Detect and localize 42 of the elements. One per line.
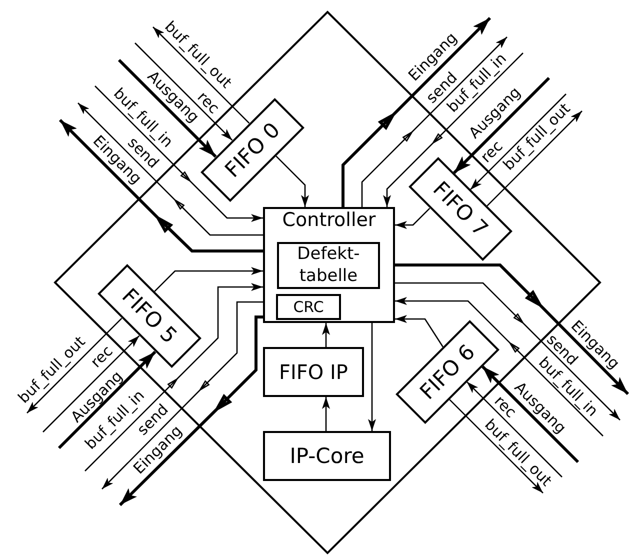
signal-arrow	[368, 323, 376, 431]
signal-arrow	[448, 398, 544, 494]
signal-arrow	[470, 94, 566, 190]
signal-arrow	[154, 267, 263, 292]
signal-arrow	[275, 155, 309, 207]
bus-arrow	[58, 118, 263, 252]
core-box	[263, 431, 391, 481]
bus-arrow	[395, 264, 630, 396]
signal-arrow	[383, 52, 524, 207]
signal-arrow	[26, 318, 122, 414]
signal-arrow	[395, 297, 604, 436]
bus-arrow	[481, 365, 580, 464]
box-label: IP-Core	[290, 442, 364, 470]
box-label: FIFO IP	[279, 360, 348, 384]
box-label: CRC	[293, 298, 324, 316]
bus-arrow	[452, 76, 550, 174]
signal-arrow	[102, 301, 263, 490]
fifo-box	[263, 347, 364, 397]
signal-arrow	[94, 86, 263, 222]
box-label: Controller	[282, 209, 376, 233]
bus-arrow	[118, 316, 263, 506]
signal-arrow	[84, 283, 263, 472]
signal-arrow	[466, 381, 562, 478]
signal-arrow	[395, 282, 620, 420]
signal-arrow	[486, 110, 582, 207]
crc-box	[276, 294, 341, 320]
signal-arrow	[42, 335, 140, 432]
bus-arrow	[118, 58, 217, 158]
signal-arrow	[78, 102, 263, 236]
signal-arrow	[361, 36, 508, 209]
signal-arrow	[322, 397, 330, 431]
table-box	[277, 242, 380, 289]
signal-arrow	[152, 26, 250, 124]
bus-arrow	[342, 16, 492, 209]
signal-arrow	[395, 315, 444, 348]
signal-arrow	[322, 323, 330, 347]
bus-arrow	[58, 350, 156, 450]
signal-arrow	[134, 42, 233, 141]
edge-label: rec	[88, 343, 116, 371]
signal-arrow	[395, 208, 430, 229]
box-label: Defekt- tabelle	[296, 244, 361, 287]
controller-box	[263, 207, 395, 323]
